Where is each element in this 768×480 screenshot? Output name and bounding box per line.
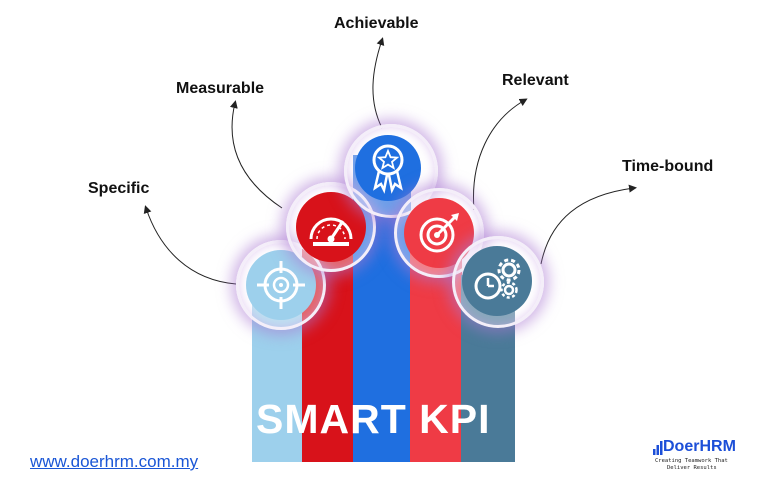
doerhrm-logo: DoerHRM Creating Teamwork That Deliver R… (653, 438, 743, 472)
arrow-measurable (229, 100, 283, 209)
arrow-specific (143, 205, 237, 285)
arrow-achievable (372, 37, 385, 129)
logo-bars-icon (653, 441, 663, 455)
arrow-relevant (472, 98, 528, 211)
clock-gears-icon (462, 246, 532, 316)
label-specific: Specific (88, 180, 150, 197)
kpi-bars (252, 155, 515, 462)
logo-name: DoerHRM (663, 438, 736, 455)
diagram-title: SMART KPI (256, 396, 491, 442)
website-link[interactable]: www.doerhrm.com.my (30, 452, 199, 471)
label-time-bound: Time-bound (622, 158, 714, 175)
label-achievable: Achievable (334, 15, 419, 32)
label-measurable: Measurable (176, 80, 265, 97)
logo-tagline-line1: Creating Teamwork That (655, 458, 728, 464)
logo-tagline-line2: Deliver Results (667, 465, 717, 471)
arrow-time-bound (540, 184, 637, 265)
label-relevant: Relevant (502, 72, 569, 89)
speedometer-icon (296, 192, 366, 262)
award-ribbon-star-icon (355, 135, 421, 201)
